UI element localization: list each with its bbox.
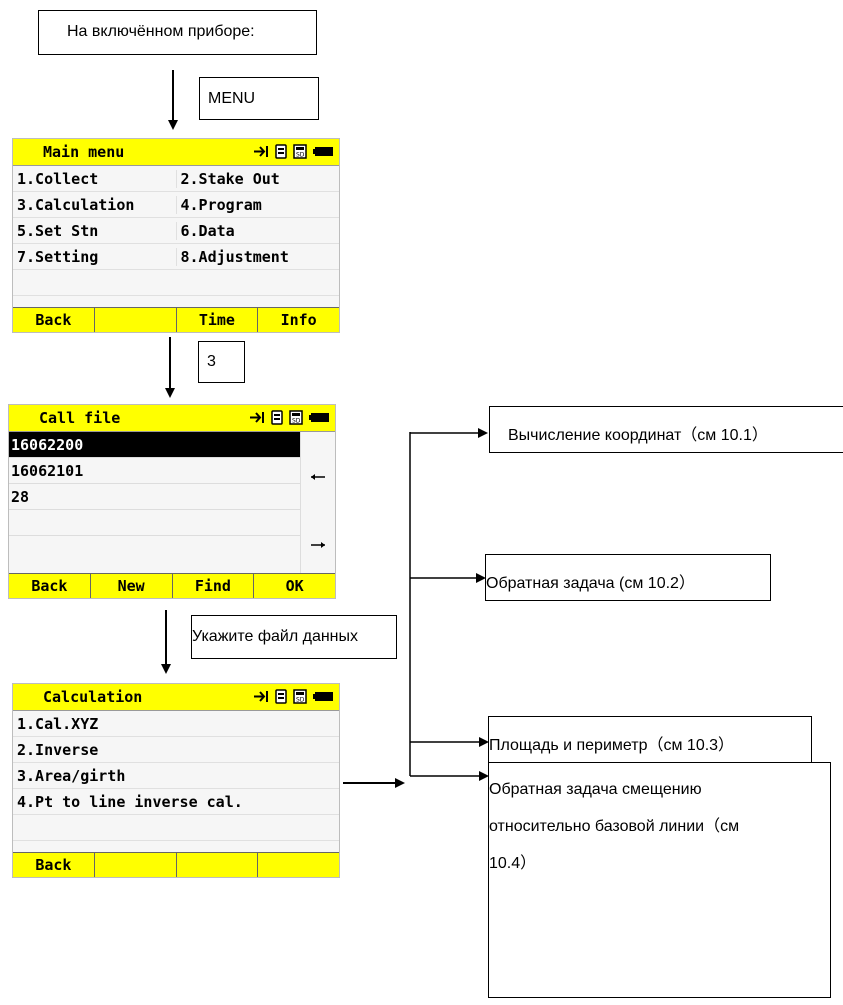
menu-row: 1.Collect 2.Stake Out	[13, 166, 339, 192]
file-row[interactable]: 16062101	[9, 458, 301, 484]
menu-row: 7.Setting 8.Adjustment	[13, 244, 339, 270]
title-bar: Calculation SD	[13, 684, 339, 711]
screen-title: Call file	[39, 409, 121, 427]
softkey-time[interactable]: Time	[177, 308, 259, 332]
softkey-back[interactable]: Back	[13, 853, 95, 877]
note-powered-on: На включённом приборе:	[38, 10, 317, 55]
svg-text:SD: SD	[292, 418, 301, 425]
menu-row: 4.Pt to line inverse cal.	[13, 789, 339, 815]
status-icons: SD	[249, 410, 329, 425]
screen-title: Main menu	[43, 143, 125, 161]
menu-item-calculation[interactable]: 3.Calculation	[17, 195, 135, 214]
svg-text:SD: SD	[296, 152, 305, 159]
arrow-to-bar-icon	[254, 691, 268, 702]
menu-row-empty	[13, 815, 339, 841]
page-nav	[300, 432, 335, 573]
menu-item-set-stn[interactable]: 5.Set Stn	[17, 221, 99, 240]
arrow-right-icon[interactable]	[311, 542, 325, 548]
note-branch-1: Вычисление координат（см 10.1）	[489, 406, 843, 453]
menu-item-inverse[interactable]: 2.Inverse	[17, 740, 99, 759]
sd-card-icon: SD	[289, 410, 303, 425]
status-icons: SD	[253, 144, 333, 159]
title-bar: Call file SD	[9, 405, 335, 432]
menu-item-adjustment[interactable]: 8.Adjustment	[175, 247, 340, 266]
menu-row: 3.Calculation 4.Program	[13, 192, 339, 218]
battery-icon	[313, 147, 333, 156]
screen-title: Calculation	[43, 688, 143, 706]
softkey-info[interactable]: Info	[280, 311, 317, 329]
softkey-ok[interactable]: OK	[285, 577, 304, 595]
note-key-3: 3	[198, 341, 245, 383]
file-list: 16062200 16062101 28	[9, 432, 301, 536]
menu-item-data[interactable]: 6.Data	[175, 221, 340, 240]
menu-item-area-girth[interactable]: 3.Area/girth	[17, 766, 126, 785]
menu-item-program[interactable]: 4.Program	[175, 195, 340, 214]
title-bar: Main menu SD	[13, 139, 339, 166]
note-branch-2: Обратная задача (см 10.2）	[485, 554, 771, 601]
note-select-file: Укажите файл данных	[191, 615, 397, 659]
page-nav-arrows	[311, 474, 325, 548]
arrow-to-bar-icon	[250, 412, 264, 423]
file-row[interactable]: 28	[9, 484, 301, 510]
memory-card-icon	[275, 689, 287, 704]
arrow-left-icon[interactable]	[311, 474, 325, 480]
softkey-bar: Back	[13, 852, 339, 877]
menu-row: 5.Set Stn 6.Data	[13, 218, 339, 244]
note-branch-3: Площадь и периметр（см 10.3）	[488, 716, 812, 763]
status-icons: SD	[253, 689, 333, 704]
menu-item-stake-out[interactable]: 2.Stake Out	[175, 169, 340, 188]
menu-item-setting[interactable]: 7.Setting	[17, 247, 99, 266]
battery-icon	[309, 413, 329, 422]
menu-item-cal-xyz[interactable]: 1.Cal.XYZ	[17, 714, 99, 733]
file-row-empty	[9, 510, 301, 536]
softkey-empty[interactable]	[95, 308, 177, 332]
softkey-back[interactable]: Back	[9, 574, 91, 598]
menu-item-pt-to-line[interactable]: 4.Pt to line inverse cal.	[17, 792, 243, 811]
menu-row: 2.Inverse	[13, 737, 339, 763]
note-branch-4: Обратная задача смещению относительно ба…	[488, 762, 831, 998]
softkey-new[interactable]: New	[91, 574, 173, 598]
svg-text:SD: SD	[296, 697, 305, 704]
sd-card-icon: SD	[293, 689, 307, 704]
softkey-find[interactable]: Find	[173, 574, 255, 598]
softkey-bar: Back Time Info	[13, 307, 339, 332]
menu-item-collect[interactable]: 1.Collect	[17, 169, 99, 188]
main-menu-screen: Main menu SD 1.Collect 2.Stake Out 3.Cal…	[12, 138, 340, 333]
softkey-empty[interactable]	[258, 853, 339, 877]
softkey-back[interactable]: Back	[13, 308, 95, 332]
sd-card-icon: SD	[293, 144, 307, 159]
memory-card-icon	[275, 144, 287, 159]
softkey-bar: Back New Find OK	[9, 573, 335, 598]
memory-card-icon	[271, 410, 283, 425]
note-menu-key: MENU	[199, 77, 319, 120]
softkey-empty[interactable]	[95, 853, 177, 877]
file-row[interactable]: 16062200	[9, 432, 301, 458]
arrow-to-bar-icon	[254, 146, 268, 157]
menu-row-empty	[13, 270, 339, 296]
menu-row: 1.Cal.XYZ	[13, 711, 339, 737]
call-file-screen: Call file SD 16062200 16062101 28 Back N…	[8, 404, 336, 599]
battery-icon	[313, 692, 333, 701]
calculation-screen: Calculation SD 1.Cal.XYZ 2.Inverse 3.Are…	[12, 683, 340, 878]
menu-row: 3.Area/girth	[13, 763, 339, 789]
softkey-empty[interactable]	[177, 853, 259, 877]
